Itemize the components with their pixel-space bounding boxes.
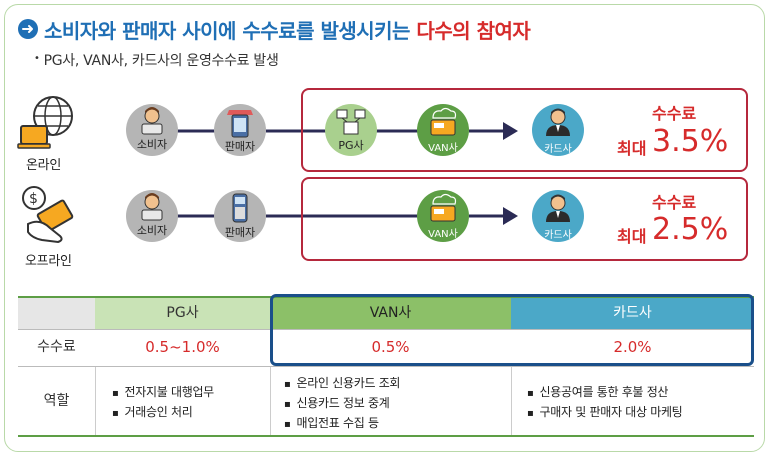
- consumer-person-icon: [141, 193, 163, 221]
- table-col-divider: [511, 367, 512, 435]
- table-row-divider: [18, 329, 754, 330]
- online-fee-value: 3.5%: [652, 124, 729, 159]
- table-col-divider: [95, 367, 96, 435]
- offline-fee-box: [301, 177, 748, 261]
- online-card-node: 카드사: [532, 104, 584, 156]
- online-pg-label: PG사: [338, 139, 364, 152]
- offline-channel-label: 오프라인: [25, 254, 72, 269]
- online-globe-laptop-icon: [17, 96, 73, 149]
- bullet-dot: •: [34, 53, 40, 64]
- offline-van-label: VAN사: [428, 229, 458, 240]
- arrow-right-icon: [18, 19, 38, 39]
- list-item: 매입전표 수집 등: [284, 414, 400, 434]
- subtitle: •PG사, VAN사, 카드사의 운영수수료 발생: [34, 50, 279, 70]
- list-item: 거래승인 처리: [112, 403, 214, 423]
- online-arrowhead: [503, 122, 518, 140]
- offline-fee-value: 2.5%: [652, 212, 729, 247]
- offline-card-node: 카드사: [532, 190, 584, 242]
- table-role-van: 온라인 신용카드 조회 신용카드 정보 중계 매입전표 수집 등: [284, 374, 400, 434]
- offline-consumer-label: 소비자: [136, 224, 168, 237]
- table-row-label-fee: 수수료: [37, 339, 76, 355]
- table-row-label-role: 역할: [43, 393, 70, 409]
- table-col-divider: [270, 367, 271, 435]
- offline-card-hand-icon: $: [22, 186, 74, 244]
- offline-seller-node: 판매자: [214, 190, 266, 242]
- online-van-label: VAN사: [428, 143, 458, 154]
- title-part-2: 다수의 참여자: [416, 19, 531, 43]
- list-item: 신용카드 정보 중계: [284, 394, 400, 414]
- offline-fee-label: 수수료: [652, 193, 697, 212]
- page-title: 소비자와 판매자 사이에 수수료를 발생시키는 다수의 참여자: [44, 15, 531, 44]
- table-header-pg: PG사: [95, 298, 270, 329]
- svg-text:$: $: [29, 191, 38, 207]
- online-pg-node: PG사: [325, 104, 377, 156]
- offline-card-label: 카드사: [544, 230, 572, 241]
- table-fee-pg: 0.5~1.0%: [145, 338, 220, 356]
- card-company-person-icon: [546, 194, 570, 222]
- offline-fee-prefix: 최대: [617, 227, 647, 246]
- online-consumer-node: 소비자: [126, 104, 178, 156]
- table-header-van: VAN사: [270, 298, 511, 329]
- consumer-person-icon: [141, 107, 163, 135]
- offline-van-node: VAN사: [417, 190, 469, 242]
- content-frame: [4, 4, 765, 452]
- table-top-rule: [18, 296, 754, 298]
- list-item: 구매자 및 판매자 대상 마케팅: [527, 403, 682, 423]
- table-fee-van: 0.5%: [371, 338, 410, 356]
- offline-arrowhead: [503, 207, 518, 225]
- online-channel-label: 온라인: [26, 158, 61, 173]
- table-fee-card: 2.0%: [613, 338, 652, 356]
- table-corner-cell: [18, 298, 95, 329]
- van-terminal-icon: [430, 193, 457, 222]
- online-seller-label: 판매자: [224, 140, 256, 153]
- online-van-node: VAN사: [417, 104, 469, 156]
- table-role-card: 신용공여를 통한 후불 정산 구매자 및 판매자 대상 마케팅: [527, 383, 682, 423]
- online-fee-label: 수수료: [652, 104, 697, 123]
- mobile-shop-icon: [227, 110, 253, 138]
- van-terminal-icon: [430, 107, 457, 136]
- table-role-pg: 전자지불 대행업무 거래승인 처리: [112, 383, 214, 423]
- title-part-1: 소비자와 판매자 사이에 수수료를 발생시키는: [44, 19, 417, 43]
- list-item: 신용공여를 통한 후불 정산: [527, 383, 682, 403]
- online-consumer-label: 소비자: [136, 138, 168, 151]
- card-company-person-icon: [546, 108, 570, 136]
- offline-consumer-node: 소비자: [126, 190, 178, 242]
- van-card-highlight-box: [270, 294, 754, 366]
- pg-network-icon: [336, 109, 366, 135]
- list-item: 온라인 신용카드 조회: [284, 374, 400, 394]
- online-card-label: 카드사: [544, 144, 572, 155]
- online-fee-box: [301, 88, 748, 172]
- offline-seller-label: 판매자: [224, 226, 256, 239]
- table-header-card: 카드사: [511, 298, 754, 329]
- table-bottom-rule: [18, 435, 754, 437]
- online-seller-node: 판매자: [214, 104, 266, 156]
- online-fee-prefix: 최대: [617, 139, 647, 158]
- list-item: 전자지불 대행업무: [112, 383, 214, 403]
- table-row-divider: [18, 366, 754, 367]
- card-terminal-icon: [232, 193, 248, 223]
- subtitle-text: PG사, VAN사, 카드사의 운영수수료 발생: [43, 53, 279, 69]
